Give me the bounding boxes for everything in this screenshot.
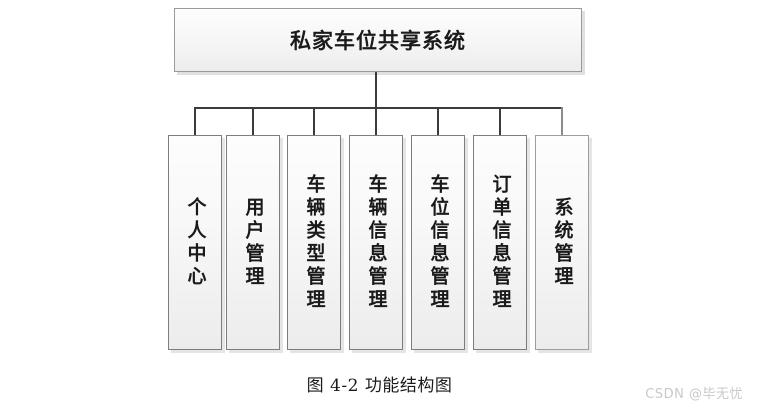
root-node-label: 私家车位共享系统 <box>290 29 466 53</box>
connector-bus-horizontal <box>195 107 563 109</box>
connector-drop-7 <box>561 107 563 136</box>
leaf-node-parking-space-info-management[interactable]: 车位信息管理 <box>411 135 465 350</box>
leaf-node-order-info-management[interactable]: 订单信息管理 <box>473 135 527 350</box>
connector-drop-3 <box>313 107 315 136</box>
leaf-node-vehicle-info-management[interactable]: 车辆信息管理 <box>349 135 403 350</box>
leaf-node-vehicle-type-management[interactable]: 车辆类型管理 <box>287 135 341 350</box>
connector-drop-4 <box>375 107 377 136</box>
connector-drop-1 <box>194 107 196 136</box>
leaf-node-label: 系统管理 <box>551 196 574 289</box>
leaf-node-label: 订单信息管理 <box>489 173 512 312</box>
watermark-label: CSDN @毕无忧 <box>645 387 743 402</box>
leaf-node-label: 车位信息管理 <box>427 173 450 312</box>
connector-drop-2 <box>252 107 254 136</box>
connector-trunk-vertical <box>375 72 377 109</box>
figure-caption: 图 4-2 功能结构图 <box>306 376 453 396</box>
root-node-system[interactable]: 私家车位共享系统 <box>174 8 582 72</box>
connector-drop-6 <box>499 107 501 136</box>
leaf-node-personal-center[interactable]: 个人中心 <box>168 135 222 350</box>
leaf-node-label: 个人中心 <box>184 196 207 289</box>
leaf-node-label: 车辆信息管理 <box>365 173 388 312</box>
leaf-node-user-management[interactable]: 用户管理 <box>226 135 280 350</box>
leaf-node-label: 车辆类型管理 <box>303 173 326 312</box>
connector-drop-5 <box>437 107 439 136</box>
leaf-node-system-management[interactable]: 系统管理 <box>535 135 589 350</box>
leaf-node-label: 用户管理 <box>242 196 265 289</box>
